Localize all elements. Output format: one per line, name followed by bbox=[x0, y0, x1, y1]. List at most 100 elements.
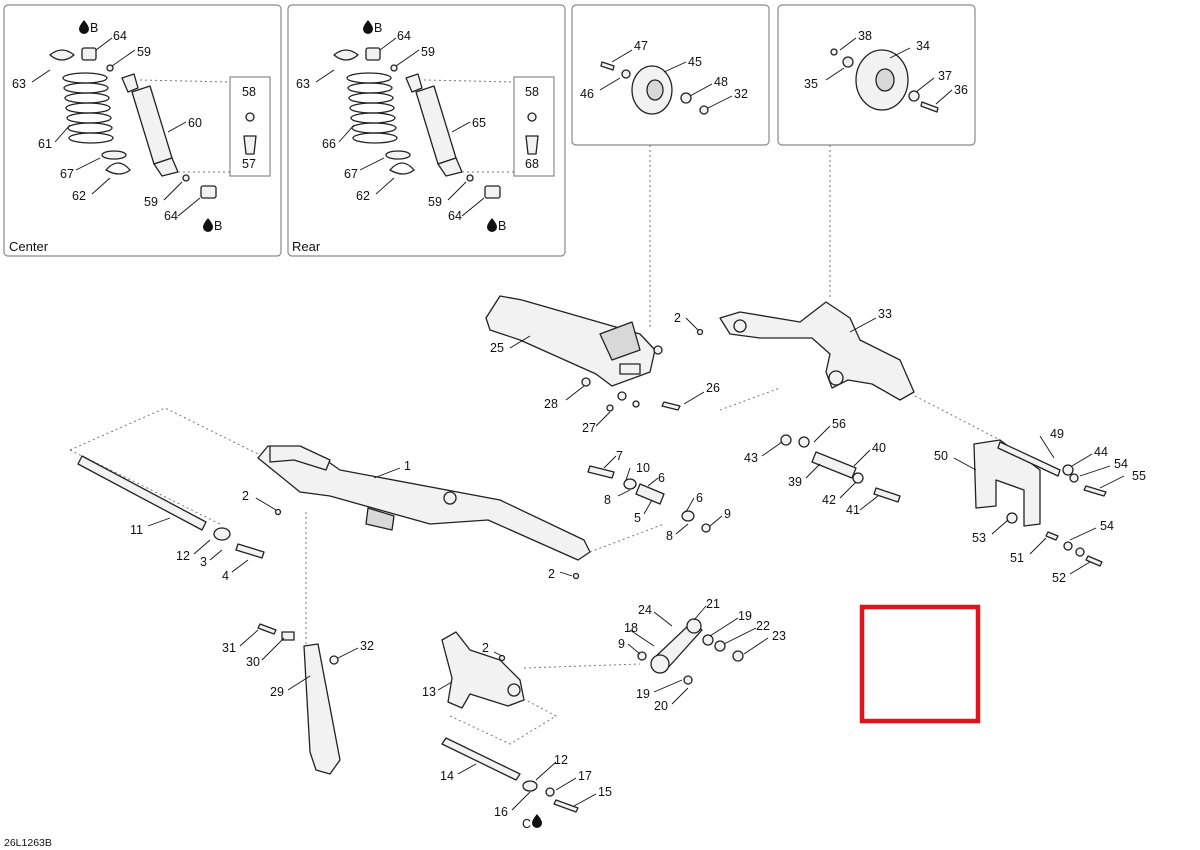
oil-drop-icon bbox=[487, 218, 497, 232]
callout-64: 64 bbox=[448, 209, 462, 223]
lube-mark-center-top: B bbox=[79, 20, 98, 35]
callout-17: 17 bbox=[578, 769, 592, 783]
callout-39: 39 bbox=[788, 475, 802, 489]
callout-32: 32 bbox=[360, 639, 374, 653]
oil-drop-icon bbox=[532, 814, 542, 828]
idler-wheel-rear bbox=[830, 48, 939, 113]
callout-56: 56 bbox=[832, 417, 846, 431]
svg-text:B: B bbox=[374, 21, 382, 35]
callout-8: 8 bbox=[604, 493, 611, 507]
callout-5: 5 bbox=[634, 511, 641, 525]
callout-1: 1 bbox=[404, 459, 411, 473]
callout-28: 28 bbox=[544, 397, 558, 411]
callout-58: 58 bbox=[525, 85, 539, 99]
callout-62: 62 bbox=[72, 189, 86, 203]
callout-labels: 64 59 63 58 60 61 57 67 62 59 64 64 59 6… bbox=[12, 29, 1146, 819]
callout-8: 8 bbox=[666, 529, 673, 543]
callout-68: 68 bbox=[525, 157, 539, 171]
callout-67: 67 bbox=[344, 167, 358, 181]
callout-48: 48 bbox=[714, 75, 728, 89]
lube-mark-center-bottom: B bbox=[203, 218, 222, 233]
panel-label-center: Center bbox=[9, 239, 49, 254]
callout-59: 59 bbox=[137, 45, 151, 59]
callout-4: 4 bbox=[222, 569, 229, 583]
bracket-50 bbox=[973, 439, 1107, 567]
callout-24: 24 bbox=[638, 603, 652, 617]
diagram-code: 26L1263B bbox=[4, 837, 52, 849]
callout-58: 58 bbox=[242, 85, 256, 99]
callout-6: 6 bbox=[658, 471, 665, 485]
callout-40: 40 bbox=[872, 441, 886, 455]
callout-11: 11 bbox=[130, 523, 143, 537]
callout-25: 25 bbox=[490, 341, 504, 355]
callout-57: 57 bbox=[242, 157, 256, 171]
callout-2: 2 bbox=[548, 567, 555, 581]
oil-drop-icon bbox=[79, 20, 89, 34]
rear-bracket-13 bbox=[441, 631, 525, 709]
leader-lines bbox=[31, 37, 1125, 811]
callout-2: 2 bbox=[482, 641, 489, 655]
callout-6: 6 bbox=[696, 491, 703, 505]
rear-shock-assembly bbox=[333, 47, 555, 199]
callout-32: 32 bbox=[734, 87, 748, 101]
callout-63: 63 bbox=[296, 77, 310, 91]
callout-54: 54 bbox=[1114, 457, 1128, 471]
svg-text:B: B bbox=[90, 21, 98, 35]
link-21 bbox=[637, 618, 744, 685]
oil-drop-icon bbox=[363, 20, 373, 34]
callout-59: 59 bbox=[144, 195, 158, 209]
callout-9: 9 bbox=[724, 507, 731, 521]
callout-10: 10 bbox=[636, 461, 650, 475]
callout-19: 19 bbox=[636, 687, 650, 701]
callout-45: 45 bbox=[688, 55, 702, 69]
swing-arm-1 bbox=[257, 445, 591, 561]
callout-19: 19 bbox=[738, 609, 752, 623]
lube-mark-rear-bottom: B bbox=[487, 218, 506, 233]
callout-34: 34 bbox=[916, 39, 930, 53]
lower-shaft-14 bbox=[441, 737, 579, 813]
callout-64: 64 bbox=[164, 209, 178, 223]
front-arm-33 bbox=[719, 301, 915, 401]
callout-54: 54 bbox=[1100, 519, 1114, 533]
callout-21: 21 bbox=[706, 597, 720, 611]
panel-idler-front bbox=[571, 4, 770, 146]
callout-13: 13 bbox=[422, 685, 436, 699]
svg-text:C: C bbox=[522, 817, 531, 831]
center-shock-assembly bbox=[49, 47, 271, 199]
callout-20: 20 bbox=[654, 699, 668, 713]
callout-30: 30 bbox=[246, 655, 260, 669]
callout-38: 38 bbox=[858, 29, 872, 43]
panel-label-rear: Rear bbox=[292, 239, 321, 254]
callout-42: 42 bbox=[822, 493, 836, 507]
callout-7: 7 bbox=[616, 449, 623, 463]
callout-37: 37 bbox=[938, 69, 952, 83]
center-hardware bbox=[587, 465, 711, 533]
callout-14: 14 bbox=[440, 769, 454, 783]
callout-22: 22 bbox=[756, 619, 770, 633]
highlight-box bbox=[859, 604, 981, 724]
callout-2: 2 bbox=[674, 311, 681, 325]
shaft-11 bbox=[77, 455, 265, 559]
callout-35: 35 bbox=[804, 77, 818, 91]
callout-51: 51 bbox=[1010, 551, 1024, 565]
front-hardware bbox=[780, 434, 901, 503]
callout-55: 55 bbox=[1132, 469, 1146, 483]
lube-mark-lower: C bbox=[522, 814, 542, 831]
cross-shaft-25 bbox=[485, 295, 663, 387]
rear-arm-29 bbox=[257, 623, 341, 775]
callout-50: 50 bbox=[934, 449, 948, 463]
callout-44: 44 bbox=[1094, 445, 1108, 459]
callout-49: 49 bbox=[1050, 427, 1064, 441]
callout-27: 27 bbox=[582, 421, 596, 435]
svg-text:B: B bbox=[214, 219, 222, 233]
callout-2: 2 bbox=[242, 489, 249, 503]
callout-31: 31 bbox=[222, 641, 236, 655]
oil-drop-icon bbox=[203, 218, 213, 232]
callout-65: 65 bbox=[472, 116, 486, 130]
callout-52: 52 bbox=[1052, 571, 1066, 585]
callout-60: 60 bbox=[188, 116, 202, 130]
callout-12: 12 bbox=[554, 753, 568, 767]
callout-12: 12 bbox=[176, 549, 190, 563]
callout-59: 59 bbox=[428, 195, 442, 209]
